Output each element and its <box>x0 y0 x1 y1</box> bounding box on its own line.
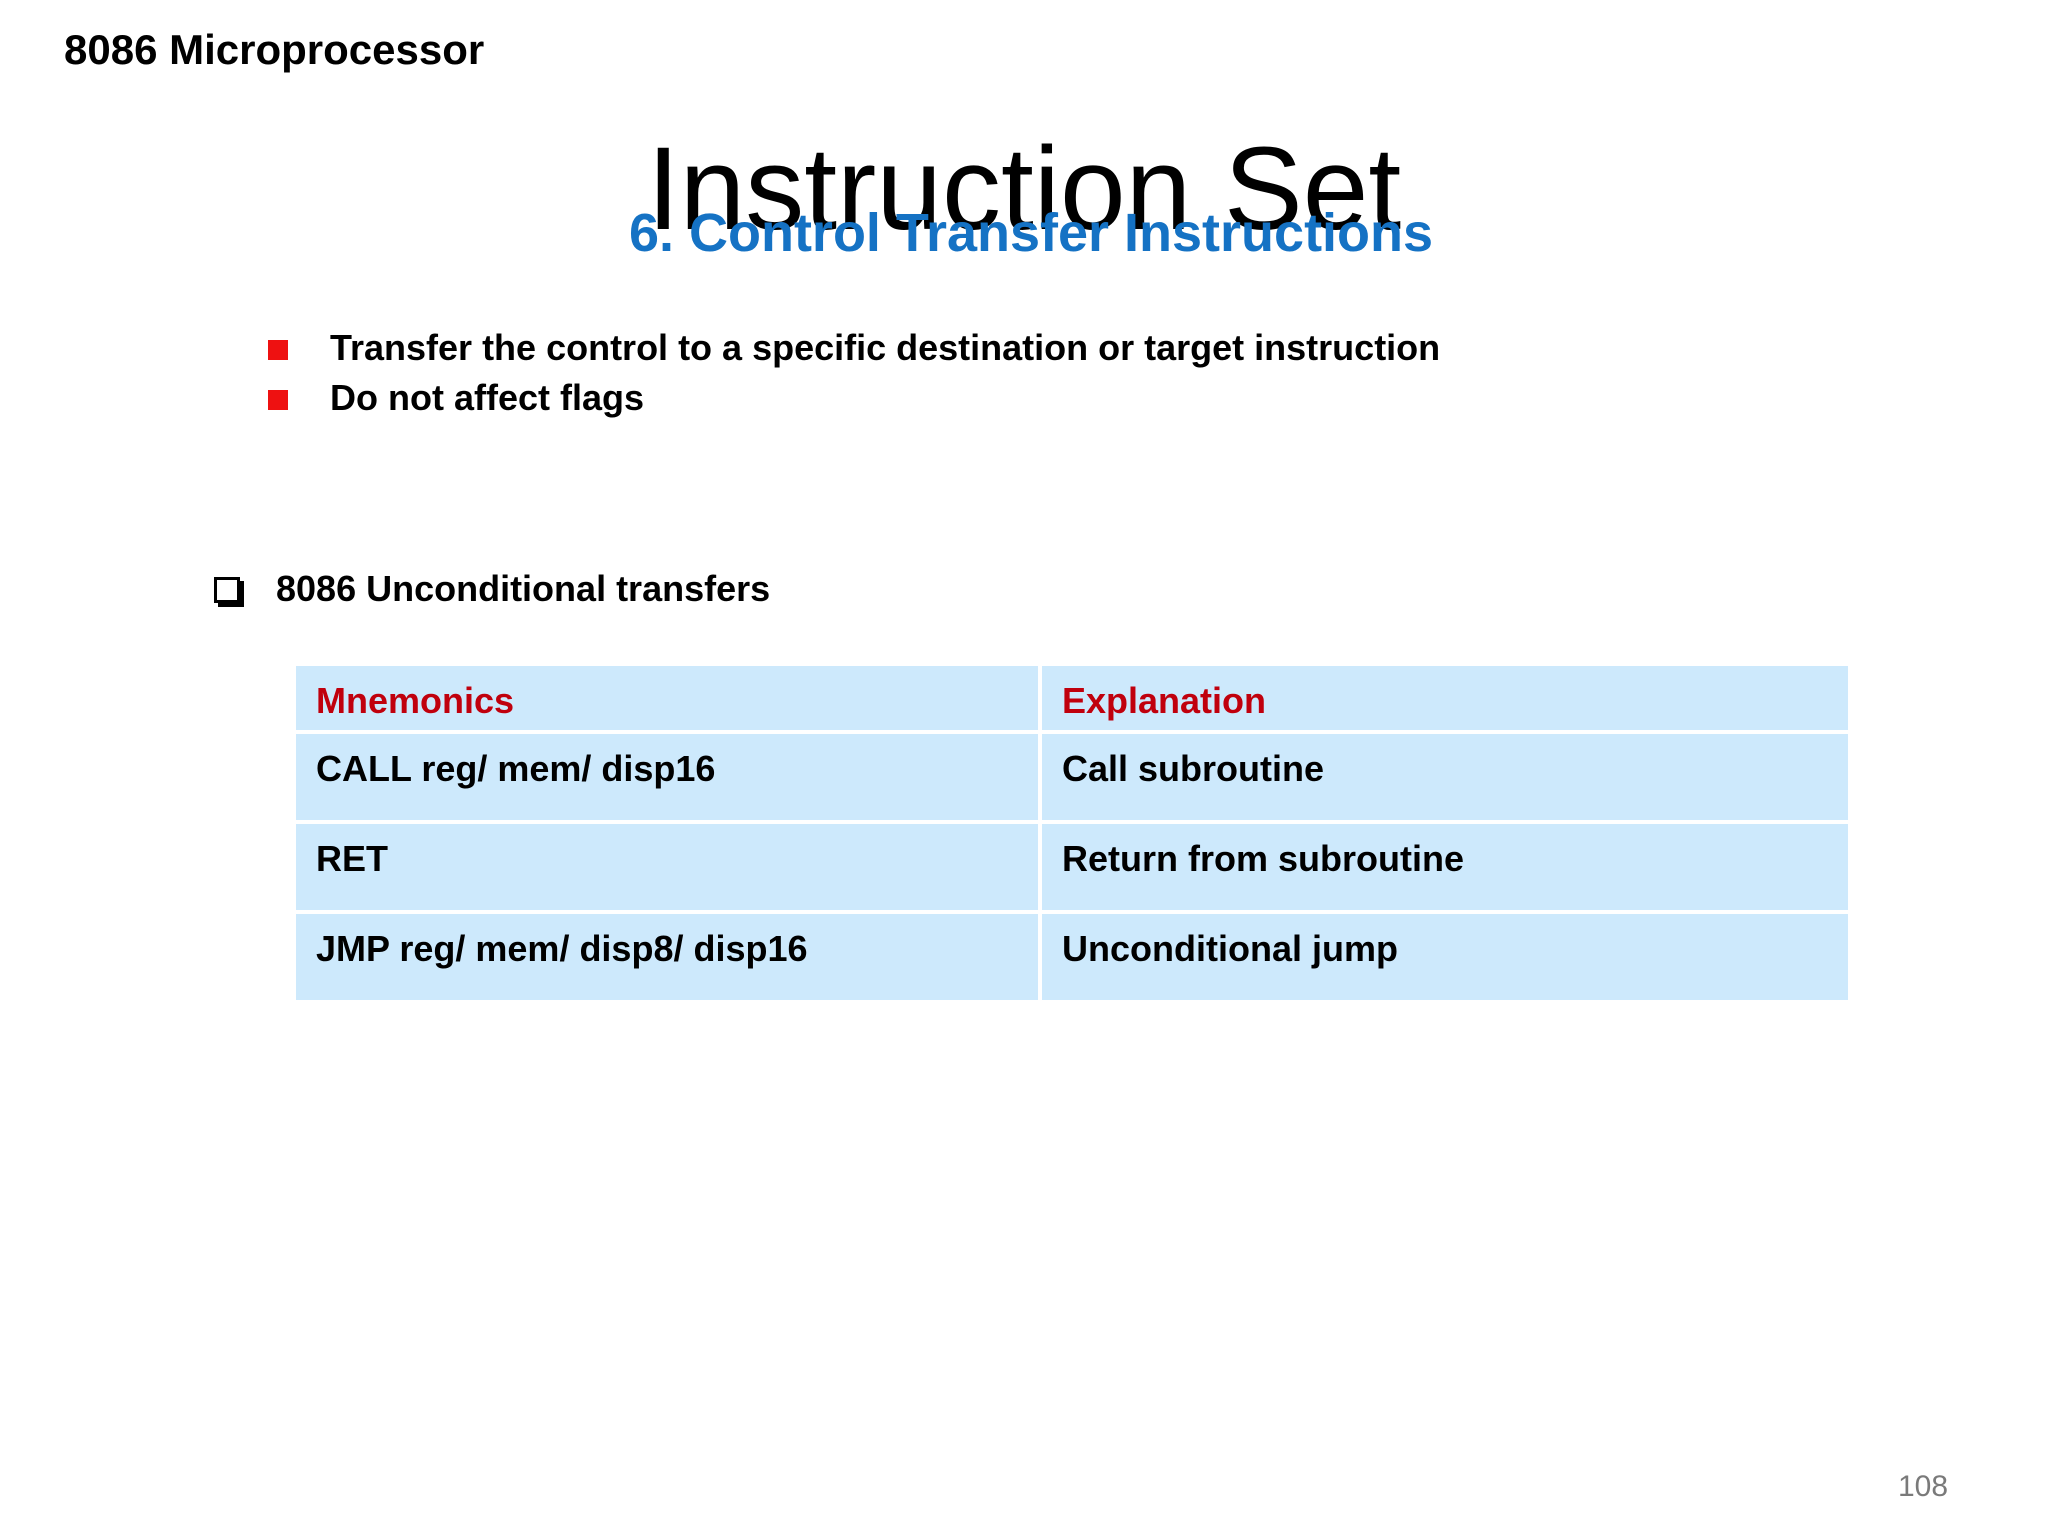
mnemonic-cell: RET <box>296 824 1038 910</box>
table-header-row: Mnemonics Explanation <box>296 666 1848 730</box>
slide-title: Instruction Set <box>646 123 1402 255</box>
table-row: RET Return from subroutine <box>296 824 1848 910</box>
slide-subtitle: 6. Control Transfer Instructions <box>628 203 1434 263</box>
column-header-mnemonics: Mnemonics <box>296 666 1038 730</box>
bullet-text: Transfer the control to a specific desti… <box>330 327 1441 368</box>
page-number: 108 <box>1898 1470 1949 1503</box>
square-bullet-icon <box>268 340 288 360</box>
bullet-text: Do not affect flags <box>330 377 645 418</box>
mnemonic-cell: CALL reg/ mem/ disp16 <box>296 734 1038 820</box>
column-header-explanation: Explanation <box>1042 666 1848 730</box>
explanation-cell: Unconditional jump <box>1042 914 1848 1000</box>
explanation-cell: Call subroutine <box>1042 734 1848 820</box>
table-row: CALL reg/ mem/ disp16 Call subroutine <box>296 734 1848 820</box>
explanation-cell: Return from subroutine <box>1042 824 1848 910</box>
square-bullet-icon <box>268 390 288 410</box>
header-title: 8086 Microprocessor <box>64 26 485 73</box>
unconditional-transfers-table: Mnemonics Explanation CALL reg/ mem/ dis… <box>292 662 1852 1004</box>
checkbox-item-text: 8086 Unconditional transfers <box>276 568 771 609</box>
checkbox-bullet-icon <box>214 577 240 603</box>
mnemonic-cell: JMP reg/ mem/ disp8/ disp16 <box>296 914 1038 1000</box>
table-row: JMP reg/ mem/ disp8/ disp16 Unconditiona… <box>296 914 1848 1000</box>
